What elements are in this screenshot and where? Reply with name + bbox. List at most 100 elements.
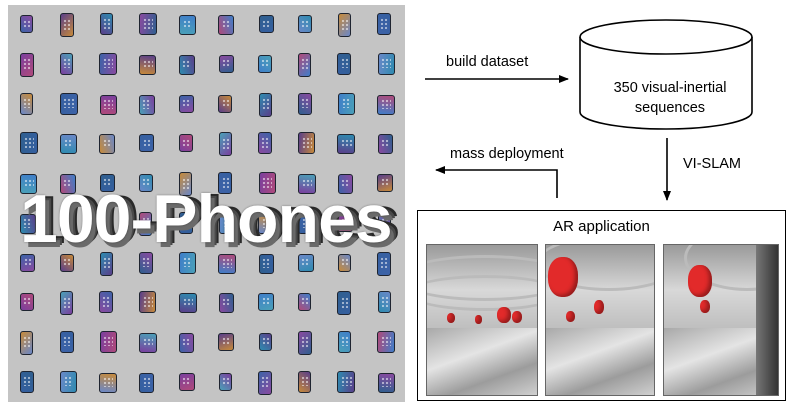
ar-application-box: AR application [417, 210, 786, 401]
phone-thumbnail [20, 15, 34, 34]
phone-thumbnail [258, 15, 274, 34]
phone-thumbnail [258, 293, 275, 312]
phone-thumbnail [258, 132, 273, 155]
dataset-line-2: sequences [634, 100, 706, 116]
phone-thumbnail [138, 332, 157, 353]
phone-thumbnail [19, 213, 36, 234]
phone-thumbnail [337, 213, 354, 232]
mass-deployment-label: mass deployment [450, 146, 564, 162]
phone-thumbnail [298, 370, 312, 393]
phone-thumbnail [59, 253, 74, 272]
phone-thumbnail [99, 251, 113, 276]
phone-thumbnail [297, 15, 312, 34]
phone-thumbnail [60, 291, 74, 316]
phone-thumbnail [258, 370, 273, 395]
phone-thumbnail [178, 293, 197, 314]
phone-thumbnail [139, 55, 157, 76]
phone-thumbnail [377, 372, 395, 393]
phone-thumbnail [258, 213, 277, 234]
phone-thumbnail [337, 92, 355, 115]
phone-thumbnail [19, 293, 34, 312]
phone-thumbnail [258, 55, 273, 74]
phone-thumbnail [297, 253, 314, 272]
phone-thumbnail [179, 251, 197, 274]
phone-thumbnail [218, 211, 236, 234]
phone-thumbnail [298, 213, 314, 234]
phone-thumbnail [218, 15, 235, 36]
phone-thumbnail [218, 172, 233, 195]
phone-thumbnail [99, 53, 118, 76]
ar-screenshot-3 [663, 244, 779, 396]
phone-thumbnail [178, 134, 193, 153]
phone-thumbnail [377, 134, 393, 155]
phone-thumbnail [20, 253, 36, 272]
dataset-line-1: 350 visual-inertial [613, 80, 727, 96]
phone-thumbnail [337, 253, 351, 272]
phone-thumbnail [138, 174, 153, 193]
phone-thumbnail [179, 15, 197, 36]
phone-thumbnail [60, 370, 78, 393]
phone-thumbnail [178, 372, 195, 391]
phone-thumbnail [377, 13, 392, 36]
phone-thumbnail [377, 251, 392, 276]
phone-thumbnail [297, 174, 316, 195]
phone-thumbnail [337, 134, 356, 155]
phone-thumbnail [139, 291, 157, 314]
phone-thumbnail [218, 94, 233, 113]
phone-thumbnail [258, 253, 274, 274]
phone-thumbnail [60, 213, 76, 232]
phone-thumbnail [337, 291, 352, 316]
phone-thumbnail [60, 53, 74, 76]
dataset-node-text: 350 visual-inertial sequences [584, 78, 756, 118]
phone-thumbnail [377, 213, 391, 232]
phone-thumbnail [218, 253, 237, 274]
phone-thumbnail [60, 134, 78, 155]
phone-thumbnail [99, 134, 116, 155]
phone-thumbnail [138, 251, 153, 274]
phone-thumbnail [258, 92, 272, 117]
phone-thumbnail [20, 174, 38, 195]
phone-thumbnail [20, 92, 34, 115]
phone-thumbnail [377, 94, 396, 115]
phone-thumbnail [377, 330, 396, 353]
phone-thumbnail [59, 13, 74, 38]
build-dataset-label: build dataset [446, 54, 529, 70]
phone-thumbnail [99, 174, 115, 193]
phone-thumbnail [218, 132, 232, 157]
phone-thumbnail [218, 372, 232, 391]
phone-thumbnail [138, 94, 155, 115]
phone-thumbnail [218, 332, 235, 351]
phone-thumbnail [99, 372, 118, 393]
phone-thumbnail [179, 94, 195, 113]
phone-thumbnail [139, 211, 153, 236]
phone-thumbnail [99, 213, 114, 232]
ar-screenshot-2 [545, 244, 655, 396]
phone-thumbnail [297, 330, 312, 355]
phone-thumbnail [258, 332, 272, 351]
dataset-cylinder [579, 19, 753, 130]
phone-thumbnail [179, 332, 195, 353]
phone-thumbnail [59, 174, 76, 195]
phone-thumbnail [298, 53, 312, 78]
phone-thumbnail [138, 13, 157, 36]
phone-thumbnail [59, 92, 78, 115]
phone-thumbnail [218, 55, 234, 74]
phone-thumbnail [178, 55, 195, 76]
phone-thumbnail [377, 53, 395, 76]
phone-thumbnail [377, 291, 391, 314]
phone-thumbnail [337, 370, 356, 393]
phone-thumbnail [337, 174, 353, 195]
phone-thumbnail [298, 132, 316, 155]
phone-thumbnail [337, 13, 351, 38]
phone-thumbnail [139, 134, 155, 153]
phone-thumbnail [19, 132, 38, 155]
phone-thumbnail [99, 94, 117, 115]
phone-thumbnail [337, 330, 351, 353]
phone-thumbnail [139, 372, 155, 393]
phone-thumbnail [19, 370, 34, 393]
phone-thumbnail [59, 330, 74, 353]
phone-thumbnail [297, 92, 312, 115]
ar-screenshot-1 [426, 244, 538, 396]
phone-thumbnail [258, 172, 276, 195]
phone-thumbnail [179, 172, 193, 197]
